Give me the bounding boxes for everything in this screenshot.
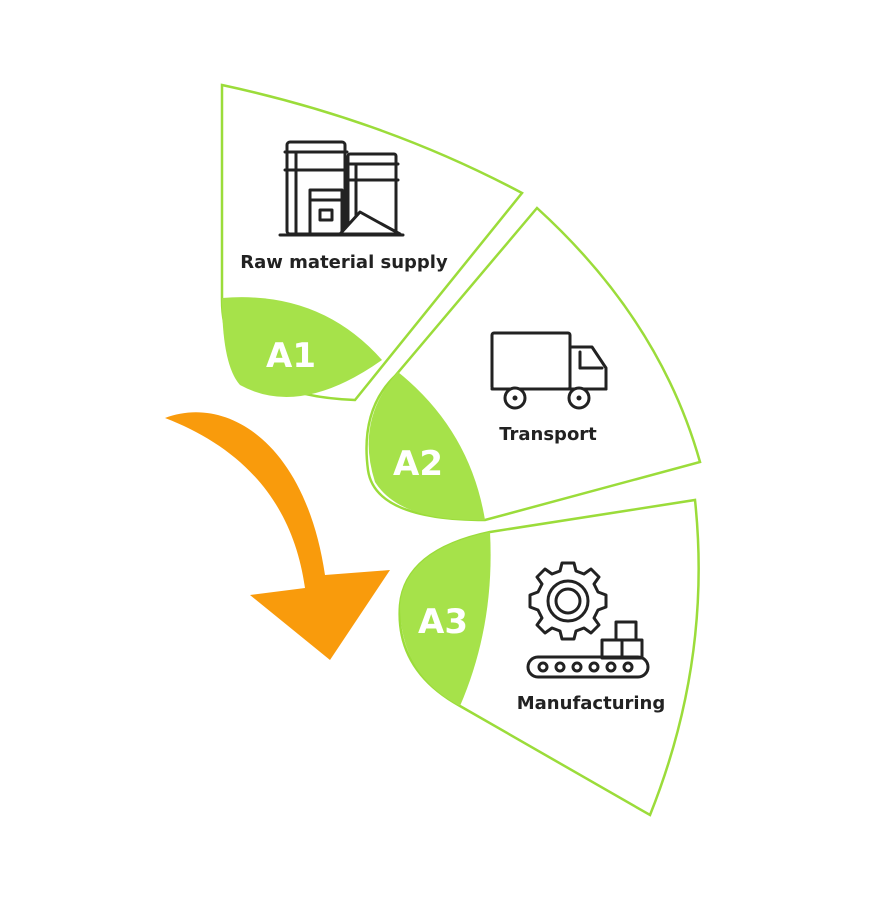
- stage-a3-label: Manufacturing: [517, 693, 666, 714]
- flow-arrow: [165, 412, 390, 660]
- stage-a1-label: Raw material supply: [240, 252, 448, 273]
- stage-a1-code: A1: [266, 336, 316, 376]
- stage-a1: A1 Raw material supply: [220, 83, 524, 402]
- stage-a2: A2 Transport: [365, 206, 702, 522]
- truck-icon: [490, 331, 608, 410]
- stage-a2-label: Transport: [499, 424, 597, 445]
- stage-a3-badge: [400, 532, 491, 706]
- stage-a3-code: A3: [418, 602, 468, 642]
- gear-conveyor-icon: [526, 561, 650, 679]
- stage-a2-code: A2: [393, 444, 443, 484]
- stage-a1-badge: [222, 297, 382, 397]
- stage-a3: A3 Manufacturing: [398, 498, 700, 817]
- stage-a2-badge: [368, 372, 485, 521]
- factory-tanks-icon: [278, 140, 405, 237]
